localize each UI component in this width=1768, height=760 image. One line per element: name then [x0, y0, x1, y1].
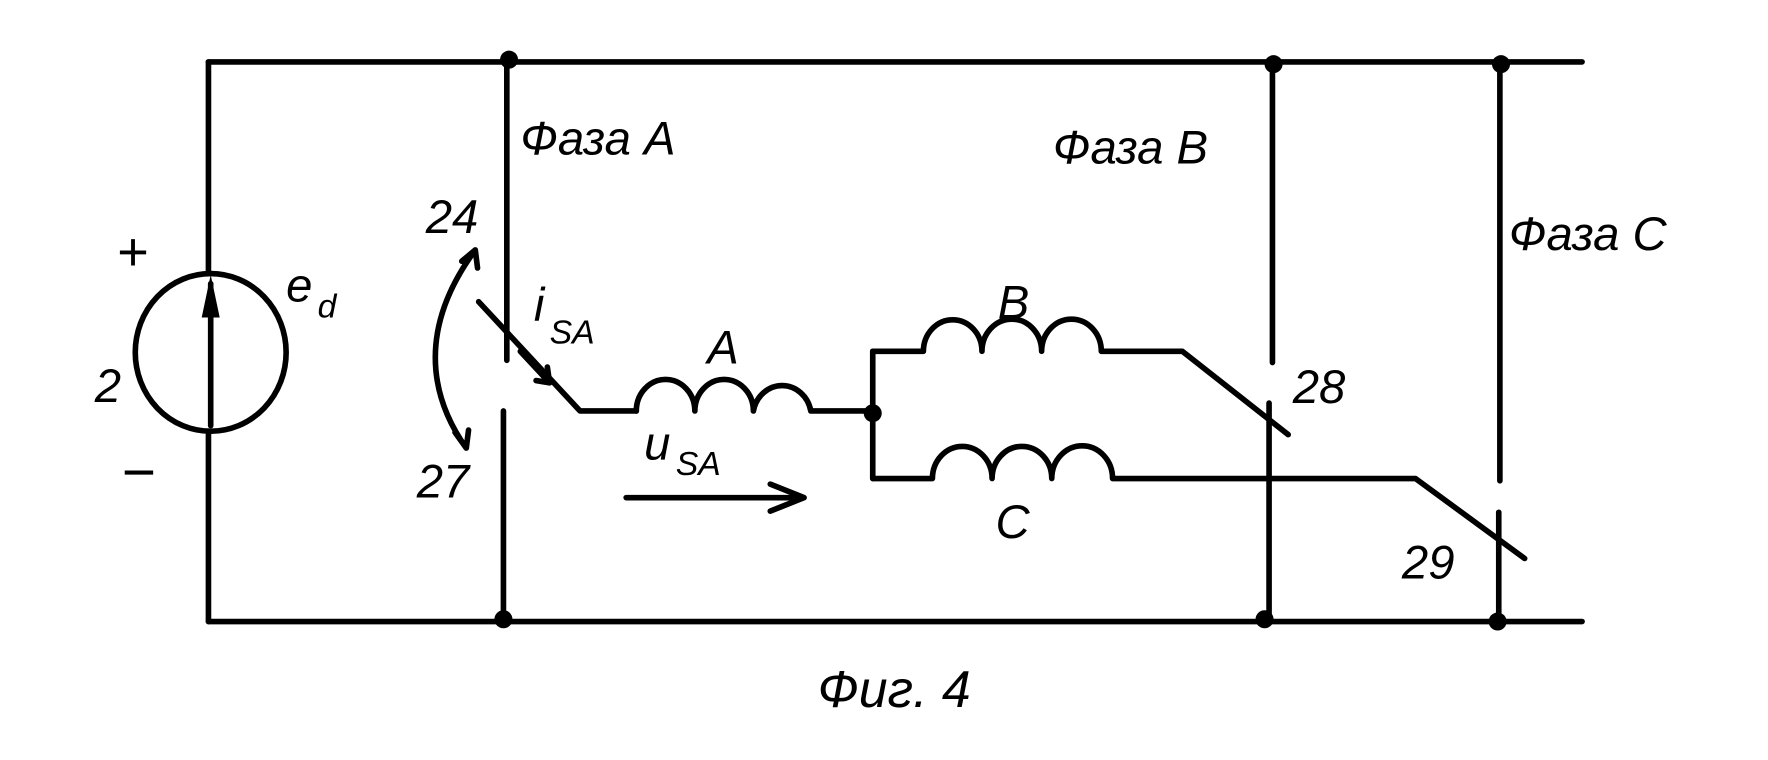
source-arrow-head	[201, 274, 220, 318]
current-arrow-icon	[517, 348, 553, 386]
switch-direction-arrow-icon	[432, 247, 481, 451]
phase-a-label: Фаза A	[520, 112, 675, 165]
plus-sign: +	[117, 222, 149, 282]
voltage-label: u	[644, 417, 670, 470]
source-number: 2	[94, 360, 121, 413]
junction-dot	[1488, 612, 1507, 631]
winding-b-label: B	[998, 277, 1030, 330]
current-label: i	[534, 279, 546, 332]
junction-dot	[500, 50, 519, 69]
current-label-sub: SA	[550, 313, 595, 351]
minus-sign: −	[122, 440, 156, 505]
junction-dot	[494, 610, 513, 629]
phase-a-line	[500, 59, 510, 625]
switch-label-24: 24	[425, 191, 479, 244]
winding-b-coil	[869, 316, 1292, 438]
junction-dot	[1264, 55, 1283, 74]
winding-c-coil	[869, 442, 1528, 562]
switch-label-27: 27	[416, 456, 471, 509]
winding-c-label: C	[995, 496, 1030, 549]
voltage-label-sub: SA	[676, 445, 721, 483]
source-label-sub: d	[318, 288, 338, 326]
switch-label-28: 28	[1292, 361, 1346, 414]
voltage-arrow-icon	[623, 481, 807, 514]
phase-c-line	[1495, 59, 1503, 625]
winding-a-label: A	[704, 322, 739, 375]
phase-b-label: Фаза B	[1053, 121, 1208, 174]
junction-dot	[1492, 55, 1511, 74]
switch-label-29: 29	[1401, 537, 1455, 590]
junction-dot	[1255, 610, 1274, 629]
switch-a-arm	[475, 298, 640, 414]
source-label: e	[286, 260, 312, 313]
voltage-source	[132, 270, 289, 435]
winding-a-coil	[633, 376, 876, 414]
figure-caption: Фиг. 4	[818, 660, 971, 718]
phase-c-label: Фаза C	[1509, 208, 1668, 261]
phase-b-line	[1266, 59, 1276, 625]
